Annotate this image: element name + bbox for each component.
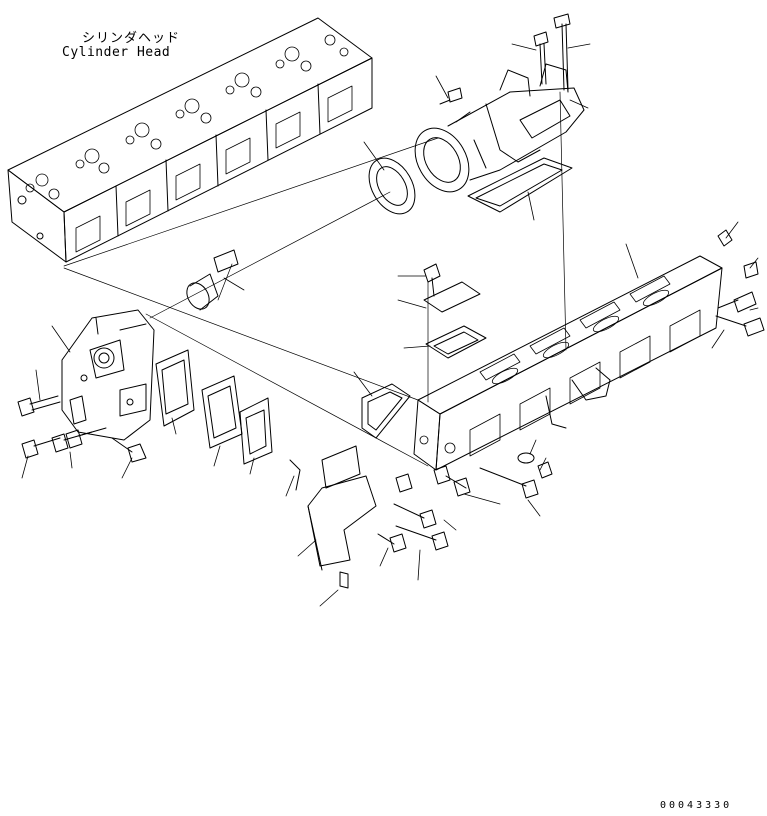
pump-gaskets <box>156 350 272 464</box>
cylinder-head-label-en: Cylinder Head <box>62 45 171 60</box>
assembly-lines <box>64 92 566 466</box>
water-outlet-housing <box>404 64 584 201</box>
water-manifold <box>414 256 722 470</box>
bolts <box>18 396 552 552</box>
housing-cover-plate <box>468 158 572 212</box>
manifold-gasket <box>362 384 410 438</box>
housing-bolts <box>440 14 570 104</box>
water-pump-housing <box>62 310 154 440</box>
bypass-elbow <box>290 446 376 588</box>
leader-lines <box>22 44 758 606</box>
manifold-plug <box>716 230 764 336</box>
drawing-number: 00043330 <box>660 800 733 811</box>
cylinder-head-label-jp: シリンダヘッド <box>82 31 181 46</box>
cylinder-head <box>8 18 372 262</box>
connecting-sleeve <box>182 250 238 313</box>
outlet-gasket <box>360 150 425 222</box>
manifold-cover-plate <box>424 264 486 358</box>
